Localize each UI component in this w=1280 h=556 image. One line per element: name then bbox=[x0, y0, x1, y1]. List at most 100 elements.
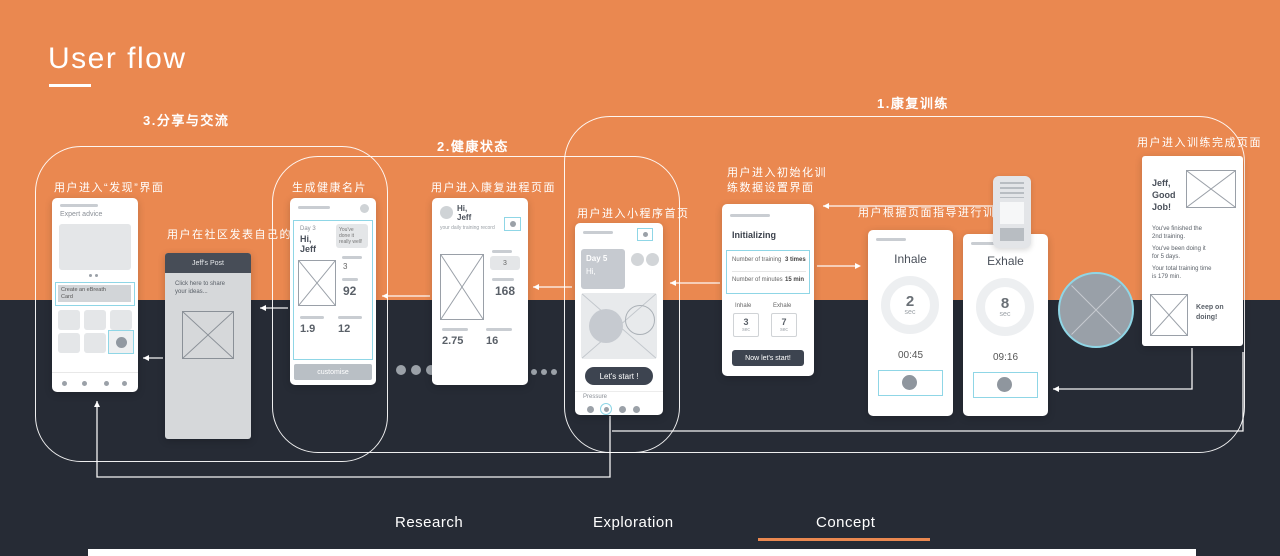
nav-icon bbox=[62, 381, 67, 386]
status-bar bbox=[876, 238, 906, 241]
cell-icon bbox=[116, 337, 127, 348]
nav-icon bbox=[104, 381, 109, 386]
stat-small-box: 3 bbox=[490, 256, 520, 270]
progress-name: Jeff bbox=[457, 213, 472, 222]
sheet-label: Pressure bbox=[583, 394, 608, 400]
avatar bbox=[631, 253, 644, 266]
device-vent bbox=[1000, 182, 1024, 198]
grid-cell bbox=[84, 333, 106, 353]
post-body-line1: Click here to share bbox=[175, 281, 226, 287]
group-health bbox=[272, 156, 680, 453]
sheet-divider bbox=[575, 391, 663, 392]
page-title: User flow bbox=[48, 42, 187, 75]
breath-circle-outline bbox=[625, 305, 655, 335]
grid-cell bbox=[84, 310, 106, 330]
more-screens-dots bbox=[396, 365, 436, 375]
init-inhale-label: Inhale bbox=[735, 303, 752, 309]
complete-title-3: Job! bbox=[1152, 202, 1171, 212]
progress-image-placeholder bbox=[440, 254, 484, 320]
progress-greet: Hi, bbox=[457, 204, 468, 213]
icon-glyph bbox=[643, 232, 648, 237]
concept-active-underline bbox=[758, 538, 930, 541]
annotation-complete: 用户进入训练完成页面 bbox=[1137, 137, 1262, 149]
community-post-card: Jeff's Post Click here to share your ide… bbox=[165, 253, 251, 439]
complete-p4b: doing! bbox=[1196, 314, 1218, 321]
complete-p3a: Your total training time bbox=[1152, 266, 1212, 272]
complete-card: Jeff, Good Job! You've finished the 2nd … bbox=[1142, 156, 1243, 346]
stat-small-value: 3 bbox=[343, 262, 348, 271]
init-settings-highlight: Number of training 3 times Number of min… bbox=[726, 250, 810, 294]
healthcard-day: Day 3 bbox=[300, 226, 316, 232]
complete-p2b: for 5 days. bbox=[1152, 254, 1181, 260]
inhale-label: Inhale bbox=[894, 252, 927, 266]
status-bar bbox=[298, 206, 330, 209]
exhale-phone: Exhale 8 sec 09:16 bbox=[963, 234, 1048, 416]
avatar bbox=[646, 253, 659, 266]
create-card-label: Create an eBreath Card bbox=[61, 287, 106, 300]
annotation-init: 用户进入初始化训 练数据设置界面 bbox=[727, 166, 827, 196]
nav-icon bbox=[122, 381, 127, 386]
annotation-init-line1: 用户进入初始化训 bbox=[727, 167, 827, 179]
day-block: Day 5 Hi, bbox=[581, 249, 625, 289]
dot bbox=[551, 369, 557, 375]
stat-label-bar bbox=[338, 316, 362, 319]
breath-circle-filled bbox=[589, 309, 623, 343]
init-exhale-box: 7 sec bbox=[771, 313, 797, 337]
init-inhale-unit: sec bbox=[742, 327, 750, 333]
group-training bbox=[564, 116, 1245, 453]
praise-line2: really well! bbox=[339, 239, 363, 245]
featured-image-placeholder bbox=[59, 224, 131, 270]
nav-research[interactable]: Research bbox=[395, 514, 464, 531]
status-bar bbox=[971, 242, 1001, 245]
annotation-progress: 用户进入康复进程页面 bbox=[431, 182, 556, 194]
complete-p2a: You've been doing it bbox=[1152, 246, 1206, 252]
stat-label-bar bbox=[492, 278, 514, 281]
sheet-dot bbox=[633, 406, 640, 413]
stat-label-bar bbox=[492, 250, 512, 253]
init-row1-value: 3 times bbox=[785, 257, 806, 263]
breathing-ring: 2 sec bbox=[881, 276, 939, 334]
stat-label-bar bbox=[442, 328, 468, 331]
device-dot bbox=[902, 375, 917, 390]
device-window bbox=[1000, 202, 1024, 224]
customise-button: customise bbox=[294, 364, 372, 380]
init-exhale-unit: sec bbox=[780, 327, 788, 333]
now-start-button: Now let's start! bbox=[732, 350, 804, 366]
annotation-discover: 用户进入“发现”界面 bbox=[54, 182, 165, 194]
post-title: Jeff's Post bbox=[192, 259, 224, 267]
status-bar bbox=[60, 204, 98, 207]
annotation-healthcard: 生成健康名片 bbox=[292, 182, 367, 194]
progress-phone: Hi, Jeff your daily training record 3 16… bbox=[432, 198, 528, 385]
praise-bubble: You've done it really well! bbox=[336, 224, 368, 248]
breathing-device bbox=[993, 176, 1031, 248]
lets-start-button: Let's start ! bbox=[585, 367, 653, 385]
init-inhale-box: 3 sec bbox=[733, 313, 759, 337]
complete-title-1: Jeff, bbox=[1152, 178, 1171, 188]
home-greet: Hi, bbox=[586, 267, 596, 276]
sheet-dot bbox=[619, 406, 626, 413]
icon-glyph bbox=[510, 221, 516, 227]
device-base bbox=[1000, 228, 1024, 241]
nav-exploration[interactable]: Exploration bbox=[593, 514, 674, 531]
title-underline bbox=[49, 84, 91, 87]
inhale-timer: 00:45 bbox=[897, 350, 924, 361]
more-screens-dots-small bbox=[531, 369, 557, 375]
discover-header: Expert advice bbox=[60, 211, 103, 218]
row-divider bbox=[732, 271, 806, 272]
bottom-strip bbox=[88, 549, 1196, 556]
section-label-health: 2.健康状态 bbox=[437, 139, 509, 154]
grid-cell bbox=[110, 310, 132, 330]
grid-cell bbox=[58, 333, 80, 353]
device-dot bbox=[997, 377, 1012, 392]
share-icon bbox=[637, 228, 653, 241]
init-row2-label: Number of minutes bbox=[732, 277, 783, 283]
inhale-phone: Inhale 2 sec 00:45 bbox=[868, 230, 953, 416]
healthcard-highlight-frame bbox=[293, 220, 373, 360]
sheet-dot bbox=[587, 406, 594, 413]
nav-concept[interactable]: Concept bbox=[816, 514, 876, 531]
page-indicator-dot bbox=[95, 274, 98, 277]
status-bar bbox=[730, 214, 770, 217]
complete-image-placeholder bbox=[1186, 170, 1236, 208]
